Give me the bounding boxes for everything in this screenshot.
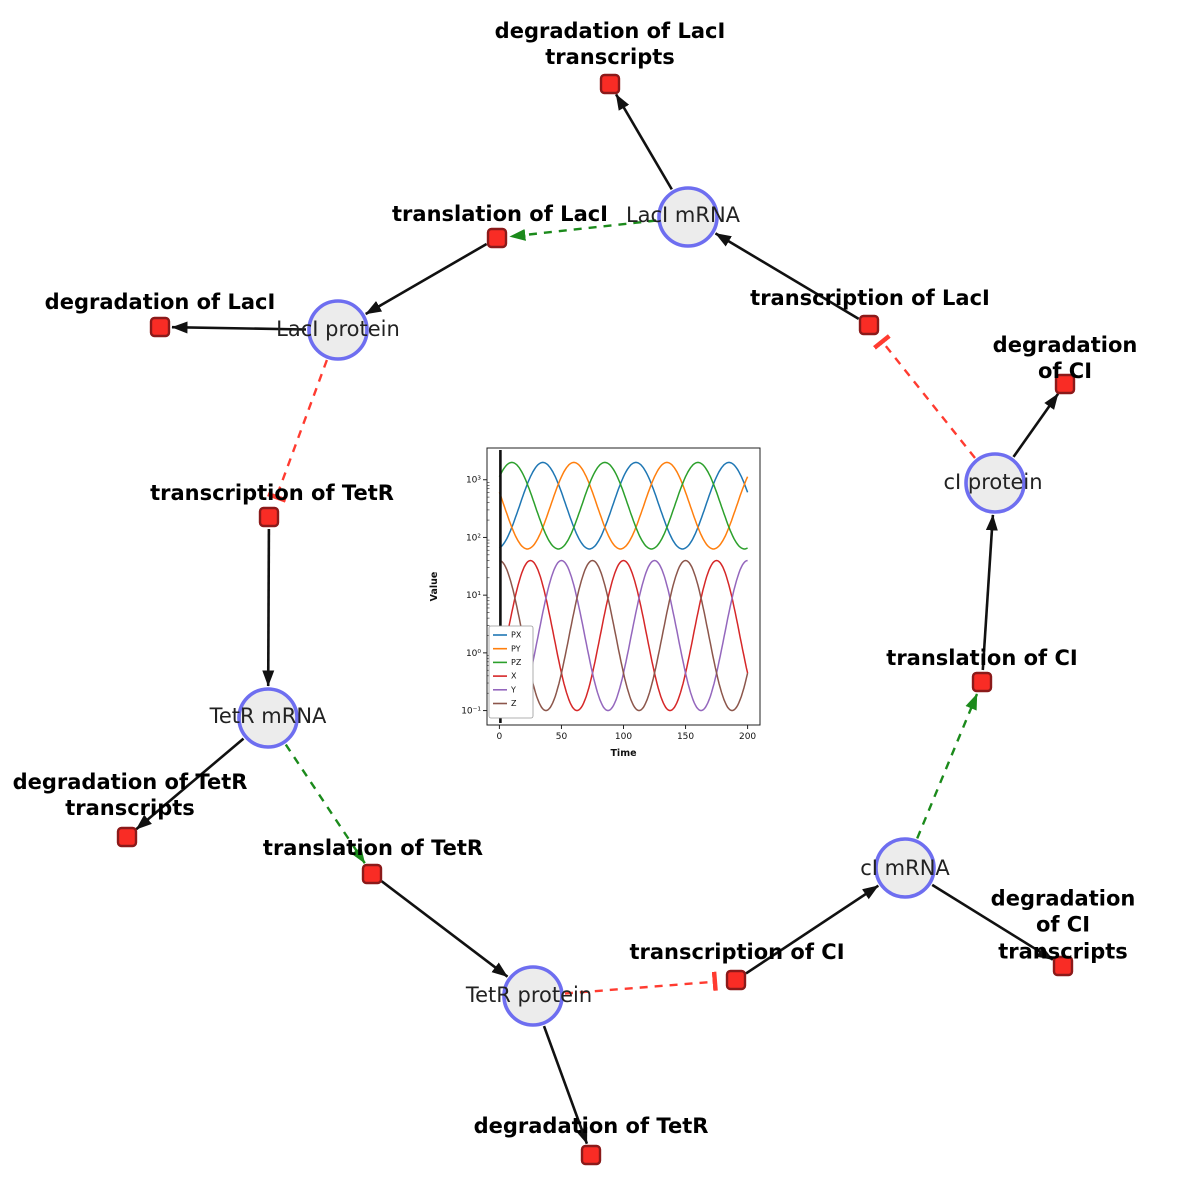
edge-ci-mrna-deg-ci-transcripts-consumption xyxy=(931,883,1054,961)
edge-tetr-mrna-translation-tetr-modifier xyxy=(284,743,366,864)
edge-laci-mrna-deg-laci-transcripts-consumption xyxy=(614,93,673,191)
reaction-node-translation-ci xyxy=(971,671,993,693)
series-line-PY xyxy=(498,461,749,550)
series-line-Y xyxy=(498,559,748,712)
species-node-ci-mrna xyxy=(874,837,936,899)
reaction-node-transcription-tetr xyxy=(258,506,280,528)
reaction-node-deg-laci xyxy=(149,316,171,338)
edge-laci-protein-transcription-tetr-inhibition xyxy=(267,359,329,503)
edge-tetr-protein-transcription-ci-inhibition xyxy=(564,971,718,995)
y-tick-label: 10¹ xyxy=(466,591,481,601)
x-tick-label: 150 xyxy=(677,732,694,742)
y-tick-label: 10³ xyxy=(466,476,481,486)
reaction-node-deg-ci xyxy=(1054,373,1076,395)
reaction-node-translation-tetr xyxy=(361,863,383,885)
species-node-ci-protein xyxy=(964,452,1026,514)
edge-translation-ci-ci-protein-production xyxy=(981,514,998,671)
legend-label-X: X xyxy=(511,672,517,681)
edge-tetr-protein-deg-tetr-consumption xyxy=(542,1025,589,1145)
series-line-PX xyxy=(498,461,749,550)
edge-tetr-mrna-deg-tetr-transcripts-consumption xyxy=(135,737,245,831)
series-line-Z xyxy=(499,559,749,712)
legend: PX PY PZ XYZ xyxy=(488,625,534,719)
series-line-PZ xyxy=(498,461,748,550)
edge-translation-laci-laci-protein-production xyxy=(365,242,488,316)
legend-label-PX: PX xyxy=(511,631,522,640)
legend-label-PY: PY xyxy=(511,644,521,653)
legend-label-Y: Y xyxy=(510,685,516,694)
edge-ci-protein-transcription-laci-inhibition xyxy=(873,334,976,459)
edge-laci-mrna-translation-laci-modifier xyxy=(509,219,657,241)
edge-transcription-tetr-tetr-mrna-production xyxy=(262,528,275,687)
species-node-laci-mrna xyxy=(657,186,719,248)
species-node-tetr-protein xyxy=(502,965,564,1027)
reaction-node-transcription-ci xyxy=(725,969,747,991)
plot-frame xyxy=(486,447,761,726)
reaction-node-translation-laci xyxy=(486,227,508,249)
species-node-laci-protein xyxy=(307,299,369,361)
reaction-node-deg-tetr xyxy=(580,1144,602,1166)
edge-ci-protein-deg-ci-consumption xyxy=(1012,393,1060,458)
inset-chart-canvas: 10⁻¹ 10⁰ 10¹ 10² 10³ 0 50 100 150 200 PX PY PZ XYZ Tim… xyxy=(429,447,761,759)
x-tick-label: 50 xyxy=(556,732,568,742)
edge-transcription-laci-laci-mrna-production xyxy=(714,232,860,321)
y-tick-label: 10² xyxy=(466,533,481,543)
y-axis-label: Value xyxy=(429,572,440,602)
edge-laci-protein-deg-laci-consumption xyxy=(171,321,307,334)
reaction-node-deg-laci-transcripts xyxy=(599,73,621,95)
edge-translation-tetr-tetr-protein-production xyxy=(380,880,509,978)
reaction-node-deg-tetr-transcripts xyxy=(116,826,138,848)
legend-label-Z: Z xyxy=(511,699,517,708)
x-tick-label: 0 xyxy=(497,732,503,742)
reaction-node-deg-ci-transcripts xyxy=(1052,955,1074,977)
y-tick-label: 10⁰ xyxy=(466,649,481,659)
reaction-node-transcription-laci xyxy=(858,314,880,336)
series-line-X xyxy=(498,559,749,712)
legend-label-PZ: PZ xyxy=(511,658,522,667)
edge-transcription-ci-ci-mrna-production xyxy=(745,884,880,975)
series-layer xyxy=(498,450,749,723)
nodes-layer xyxy=(116,73,1076,1166)
x-tick-label: 100 xyxy=(615,732,632,742)
edge-ci-mrna-translation-ci-modifier xyxy=(916,693,979,839)
y-tick-label: 10⁻¹ xyxy=(461,707,481,717)
x-axis-label: Time xyxy=(610,748,636,759)
species-node-tetr-mrna xyxy=(237,687,299,749)
edges-layer xyxy=(135,93,1060,1145)
x-tick-label: 200 xyxy=(739,732,756,742)
